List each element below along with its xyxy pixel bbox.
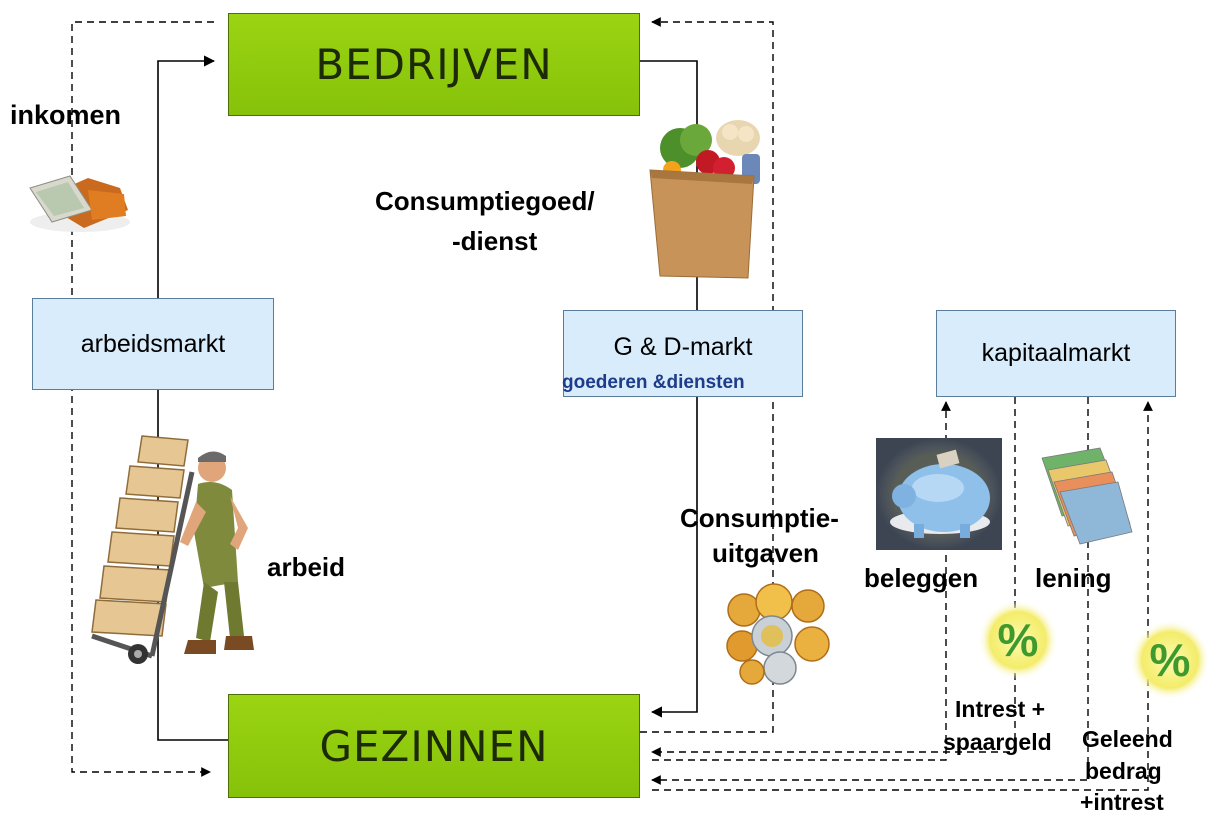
geleend-label-line3: +intrest <box>1080 789 1164 815</box>
intrest-label-line1: Intrest + <box>955 696 1046 722</box>
worker-handtruck-icon <box>91 435 254 664</box>
arbeid-label: arbeid <box>267 552 346 582</box>
gd-markt-label: G & D-markt <box>613 333 753 361</box>
consumptieuitgaven-label-line1: Consumptie- <box>680 503 839 533</box>
dashed-arrow-kapitaal-to-gezinnen-2 <box>651 397 1089 785</box>
grocery-bag-icon <box>649 120 760 279</box>
svg-text:%: % <box>1150 634 1191 686</box>
coins-icon <box>726 583 830 685</box>
arbeidsmarkt-box: arbeidsmarkt <box>32 298 274 390</box>
dashed-arrow-bedrijven-to-gezinnen <box>71 21 214 777</box>
bedrijven-box: BEDRIJVEN <box>228 13 640 116</box>
consumptiegoed-label-line2: -dienst <box>452 226 538 256</box>
dashed-arrow-gezinnen-to-bedrijven <box>640 17 774 733</box>
dashed-arrow-kapitaal-to-gezinnen-1 <box>651 397 1016 757</box>
kapitaalmarkt-label: kapitaalmarkt <box>981 339 1131 367</box>
geleend-label-line2: bedrag <box>1085 758 1162 784</box>
piggy-bank-icon <box>876 438 1002 550</box>
gd-markt-box: G & D-markt <box>563 310 803 397</box>
gezinnen-box: GEZINNEN <box>228 694 640 798</box>
arrow-gdmarkt-to-gezinnen <box>650 397 698 718</box>
bedrijven-label: BEDRIJVEN <box>315 40 553 89</box>
consumptieuitgaven-label-line2: uitgaven <box>712 538 819 568</box>
kapitaalmarkt-box: kapitaalmarkt <box>936 310 1176 397</box>
dashed-arrow-gezinnen-to-kapitaal-2 <box>652 401 1153 791</box>
percent-icon-2: % <box>1130 620 1210 700</box>
gezinnen-label: GEZINNEN <box>319 721 549 771</box>
banknotes-icon <box>1041 447 1133 545</box>
dashed-flow-lines <box>71 17 1153 791</box>
consumptiegoed-label-line1: Consumptiegoed/ <box>375 186 595 216</box>
beleggen-label: beleggen <box>864 563 979 593</box>
arrow-arbeidsmarkt-to-bedrijven <box>157 55 216 298</box>
intrest-label-line2: spaargeld <box>943 729 1052 755</box>
inkomen-label: inkomen <box>10 100 122 130</box>
svg-text:%: % <box>998 614 1039 666</box>
arbeidsmarkt-label: arbeidsmarkt <box>80 329 226 358</box>
percent-icon: % <box>978 600 1058 680</box>
lening-label: lening <box>1035 563 1112 593</box>
gd-markt-sublabel: goederen &diensten <box>562 372 745 393</box>
money-wallet-icon <box>29 175 130 232</box>
geleend-label-line1: Geleend <box>1082 726 1173 752</box>
